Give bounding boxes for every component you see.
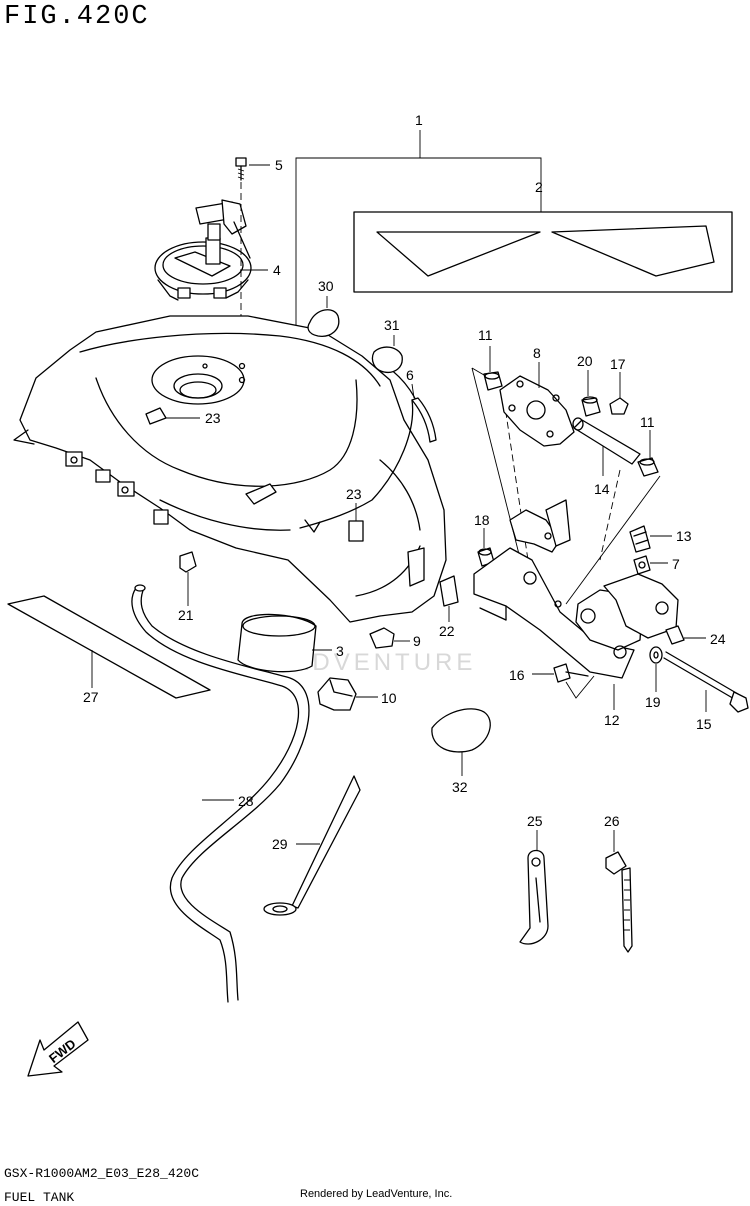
callout-1: 1 (415, 112, 423, 128)
callout-11a: 11 (478, 327, 493, 343)
part-nut-24[interactable] (665, 625, 706, 645)
callout-20: 20 (577, 353, 593, 369)
part-cushion-32[interactable] (431, 708, 491, 776)
callout-32: 32 (452, 779, 468, 795)
callout-26: 26 (604, 813, 620, 829)
callout-2: 2 (535, 179, 543, 195)
part-cushion-10[interactable] (317, 677, 378, 711)
credit-text: Rendered by LeadVenture, Inc. (300, 1188, 453, 1200)
callout-6: 6 (406, 367, 414, 383)
part-grommet-11b[interactable] (637, 430, 659, 477)
callout-25: 25 (527, 813, 543, 829)
part-cushion-9[interactable] (369, 627, 410, 649)
part-label-23a[interactable] (145, 407, 200, 425)
figure-code: GSX-R1000AM2_E03_E28_420C (4, 1166, 200, 1181)
callout-29: 29 (272, 836, 288, 852)
callout-4: 4 (273, 262, 281, 278)
figure-title: FIG.420C (4, 2, 150, 32)
part-label-23b[interactable] (348, 503, 364, 542)
part-nut-17[interactable] (609, 372, 629, 415)
callout-28: 28 (238, 793, 254, 809)
part-collar-18[interactable] (477, 528, 495, 567)
fwd-arrow: FWD (27, 1021, 89, 1077)
callout-31: 31 (384, 317, 400, 333)
callout-3: 3 (336, 643, 344, 659)
figure-name: FUEL TANK (4, 1190, 75, 1205)
part-pin-14[interactable] (572, 417, 641, 476)
part-cushion-3[interactable] (237, 613, 332, 673)
part-hinge-plate-8[interactable] (499, 362, 575, 447)
part-bolt-16[interactable] (532, 663, 595, 699)
callout-5: 5 (275, 157, 283, 173)
part-bolt-5[interactable] (235, 157, 270, 181)
part-cushion-30[interactable] (307, 296, 340, 337)
callout-27: 27 (83, 689, 99, 705)
part-collar-20[interactable] (581, 370, 601, 417)
part-tape-27[interactable] (7, 595, 211, 699)
callout-14: 14 (594, 481, 610, 497)
part-fuel-tank[interactable] (13, 315, 447, 623)
callout-9: 9 (413, 633, 421, 649)
callout-22: 22 (439, 623, 455, 639)
callout-15: 15 (696, 716, 712, 732)
callout-11b: 11 (640, 414, 655, 430)
callout-18: 18 (474, 512, 490, 528)
part-nut-7[interactable] (633, 555, 668, 575)
callout-16: 16 (509, 667, 525, 683)
part-cushion-31[interactable] (371, 335, 403, 374)
callout-8: 8 (533, 345, 541, 361)
callout-24: 24 (710, 631, 726, 647)
part-pad-22[interactable] (439, 575, 459, 622)
callout-12: 12 (604, 712, 620, 728)
part-seal-6[interactable] (411, 383, 437, 443)
part-clip-13[interactable] (629, 525, 672, 553)
part-hose-28[interactable] (131, 584, 310, 1003)
part-grommet-11a[interactable] (483, 346, 503, 391)
part-decal-set[interactable] (295, 130, 733, 330)
callout-13: 13 (676, 528, 692, 544)
callout-23b: 23 (346, 486, 362, 502)
callout-17: 17 (610, 356, 626, 372)
callout-7: 7 (672, 556, 680, 572)
part-fuel-cap-4[interactable] (154, 199, 268, 301)
callout-23a: 23 (205, 410, 221, 426)
callout-19: 19 (645, 694, 661, 710)
part-cable-tie-26[interactable] (605, 830, 633, 953)
part-cushion-21[interactable] (179, 551, 197, 606)
callout-10: 10 (381, 690, 397, 706)
part-breather-29[interactable] (263, 775, 361, 916)
part-bracket-12[interactable] (473, 499, 679, 710)
part-washer-19[interactable] (649, 646, 663, 692)
callout-21: 21 (178, 607, 194, 623)
part-bolt-15[interactable] (663, 651, 749, 713)
part-clamp-25[interactable] (519, 830, 549, 945)
callout-30: 30 (318, 278, 334, 294)
